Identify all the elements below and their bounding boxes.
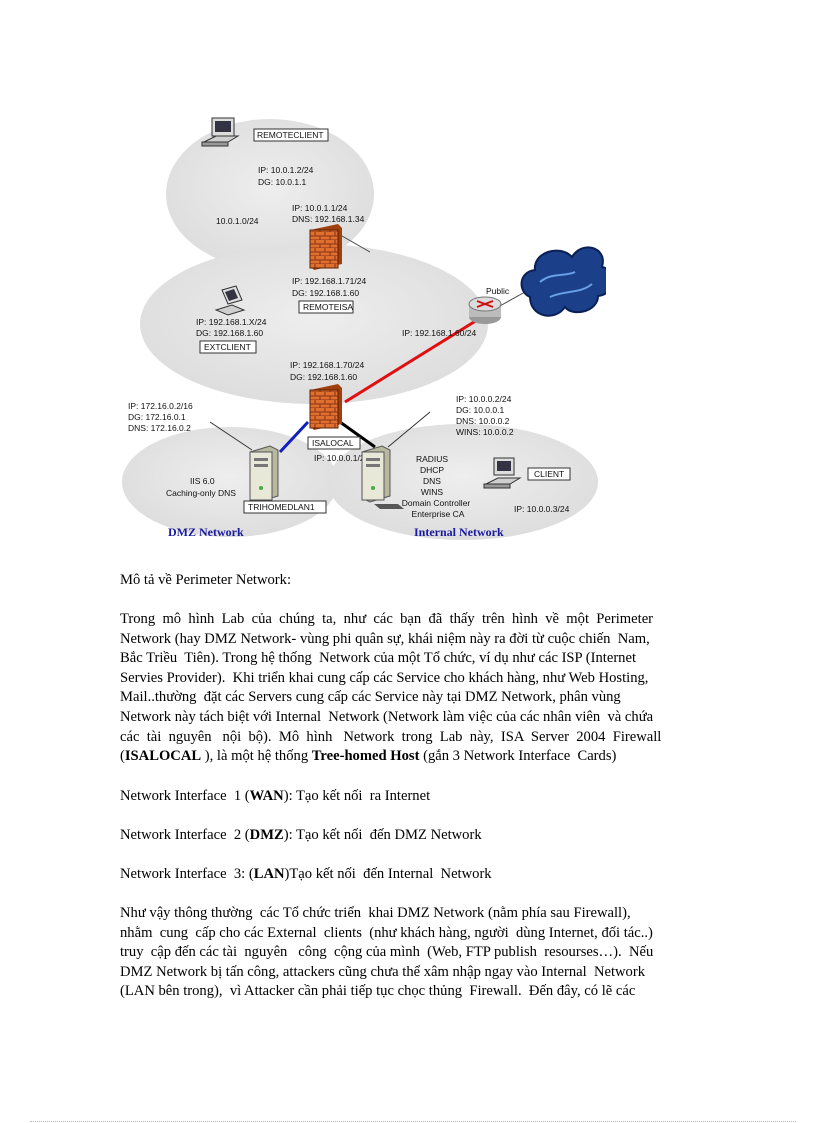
interface-3-prefix: Network Interface 3: (: [120, 866, 254, 882]
isalocal-name-box: [307, 436, 361, 450]
p1-line: Servies Provider). Khi triển khai cung c…: [120, 669, 649, 686]
interface-3-lan: LAN: [253, 866, 285, 882]
dmz-server-ip: IP: 172.16.0.2/16: [128, 401, 193, 411]
isalocal-firewall-icon: [309, 384, 342, 430]
ext-client-name: EXTCLIENT: [204, 342, 251, 352]
p2-line: Như vậy thông thường các Tổ chức triển k…: [120, 905, 631, 921]
remote-client-computer-icon: [201, 117, 240, 147]
dmz-link: [278, 420, 310, 454]
dc-role-domain-controller: Domain Controller: [402, 498, 471, 508]
router-icon: [468, 296, 502, 324]
isalocal-ext-ip: IP: 192.168.1.70/24: [290, 360, 364, 370]
interface-3-line: Network Interface 3: (LAN)Tạo kết nối đế…: [120, 865, 697, 885]
ext-client-name-box: [199, 340, 257, 354]
isalocal-name: ISALOCAL: [312, 438, 354, 448]
dc-wins: WINS: 10.0.0.2: [456, 427, 514, 437]
dc-ip: IP: 10.0.0.2/24: [456, 394, 512, 404]
dc-role-dhcp: DHCP: [420, 465, 444, 475]
p1-line: Network này tách biệt với Internal Netwo…: [120, 708, 654, 725]
interface-3-suffix: )Tạo kết nối đến Internal Network: [284, 866, 492, 882]
dmz-server-role-iis: IIS 6.0: [190, 476, 215, 486]
internet-cloud-icon: [520, 246, 614, 317]
tree-homed-host-bold: Tree-homed Host: [311, 748, 420, 765]
paragraph-dmz-benefits: Như vậy thông thường các Tổ chức triển k…: [120, 904, 697, 1002]
dc-leader: [387, 411, 431, 448]
network-diagram: Public IP: 192.168.1.60/24 REMOTECLIENT …: [120, 112, 614, 544]
internal-network-zone: [328, 424, 598, 540]
dc-server-tower-icon: [361, 445, 404, 509]
perimeter-network-zone: [140, 244, 488, 404]
ext-client-laptop-icon: [214, 285, 246, 316]
remoteisa-firewall-icon: [309, 224, 342, 270]
dmz-server-dns: DNS: 172.16.0.2: [128, 423, 191, 433]
section-heading: Mô tả về Perimeter Network:: [120, 571, 697, 591]
interface-2-suffix: ): Tạo kết nối đến DMZ Network: [283, 827, 482, 843]
ext-client-dg: DG: 192.168.1.60: [196, 328, 263, 338]
dmz-network-zone: [122, 427, 338, 537]
p1-tail-text: (gắn 3 Network Interface Cards): [419, 748, 617, 765]
dc-role-wins: WINS: [421, 487, 444, 497]
isalocal-int-ip: IP: 10.0.0.1/24: [314, 453, 370, 463]
remote-client-name-box: [253, 128, 329, 142]
remoteisa-name-box: [298, 300, 354, 314]
router-ip-label: IP: 192.168.1.60/24: [402, 328, 476, 338]
isalocal-ext-dg: DG: 192.168.1.60: [290, 372, 357, 382]
p1-open-paren: (: [120, 748, 125, 765]
dc-roles: RADIUS DHCP DNS WINS Domain Controller E…: [402, 454, 471, 519]
remote-client-ip: IP: 10.0.1.2/24: [258, 165, 314, 175]
p2-line: truy cập đến các tài nguyên công cộng củ…: [120, 944, 654, 961]
paragraph-perimeter-intro: Trong mô hình Lab của chúng ta, như các …: [120, 610, 697, 767]
dmz-server-name-box: [243, 500, 327, 514]
internal-network-caption: Internal Network: [414, 525, 504, 539]
p2-line: (LAN bên trong), vì Attacker cần phải ti…: [120, 983, 636, 1000]
dmz-server-dg: DG: 172.16.0.1: [128, 412, 186, 422]
dc-dns: DNS: 10.0.0.2: [456, 416, 510, 426]
remoteisa-ext-dns: DNS: 192.168.1.34: [292, 214, 365, 224]
heading-text: Mô tả về Perimeter Network:: [120, 572, 292, 588]
interface-1-line: Network Interface 1 (WAN): Tạo kết nối r…: [120, 787, 697, 807]
remoteisa-int-ip: IP: 192.168.1.71/24: [292, 276, 366, 286]
dmz-server-leader: [209, 421, 253, 451]
router-cloud-link: [497, 291, 526, 308]
dmz-server-tower-icon: [249, 445, 279, 503]
dc-role-dns: DNS: [423, 476, 441, 486]
remoteisa-name: REMOTEISA: [303, 302, 353, 312]
remote-subnet-label: 10.0.1.0/24: [216, 216, 259, 226]
interface-2-prefix: Network Interface 2 (: [120, 827, 250, 843]
p1-line: Trong mô hình Lab của chúng ta, như các …: [120, 611, 654, 627]
internal-client-name: CLIENT: [534, 469, 564, 479]
remote-client-name: REMOTECLIENT: [257, 130, 324, 140]
isalocal-bold: ISALOCAL: [124, 748, 202, 765]
interface-2-line: Network Interface 2 (DMZ): Tạo kết nối đ…: [120, 826, 697, 846]
dmz-network-caption: DMZ Network: [168, 525, 244, 539]
ext-client-ip: IP: 192.168.1.X/24: [196, 317, 267, 327]
dc-dg: DG: 10.0.0.1: [456, 405, 504, 415]
lan-link: [339, 420, 376, 449]
p1-line: Network (hay DMZ Network- vùng phi quân …: [120, 630, 650, 647]
page-bottom-rule: [30, 1121, 796, 1122]
p1-line: Bắc Triều Tiên). Trong hệ thống Network …: [120, 650, 637, 667]
router-public-label: Public: [486, 286, 510, 296]
p1-line: Mail..thường đặt các Servers cung cấp cá…: [120, 689, 621, 706]
wan-link: [344, 315, 483, 404]
internal-client-name-box: [527, 467, 571, 481]
interface-1-prefix: Network Interface 1 (: [120, 788, 250, 804]
dc-role-enterprise-ca: Enterprise CA: [412, 509, 465, 519]
p1-last-line: (ISALOCAL ), là một hệ thống Tree-homed …: [120, 747, 697, 767]
p1-mid-text: ), là một hệ thống: [201, 748, 312, 765]
p1-line: các tài nguyên nội bộ). Mô hình Network …: [120, 728, 662, 745]
dmz-server-role-dns: Caching-only DNS: [166, 488, 236, 498]
p2-line: nhằm cung cấp cho các External clients (…: [120, 924, 653, 941]
internal-client-computer-icon: [483, 457, 522, 489]
dmz-server-name: TRIHOMEDLAN1: [248, 502, 315, 512]
interface-1-suffix: ): Tạo kết nối ra Internet: [283, 788, 431, 804]
interface-2-dmz: DMZ: [249, 827, 284, 843]
p2-line: DMZ Network bị tấn công, attackers cũng …: [120, 963, 646, 980]
remote-client-dg: DG: 10.0.1.1: [258, 177, 306, 187]
remoteisa-int-dg: DG: 192.168.1.60: [292, 288, 359, 298]
dc-role-radius: RADIUS: [416, 454, 448, 464]
internal-client-ip: IP: 10.0.0.3/24: [514, 504, 570, 514]
remoteisa-ext-ip: IP: 10.0.1.1/24: [292, 203, 348, 213]
interface-1-wan: WAN: [249, 788, 284, 804]
